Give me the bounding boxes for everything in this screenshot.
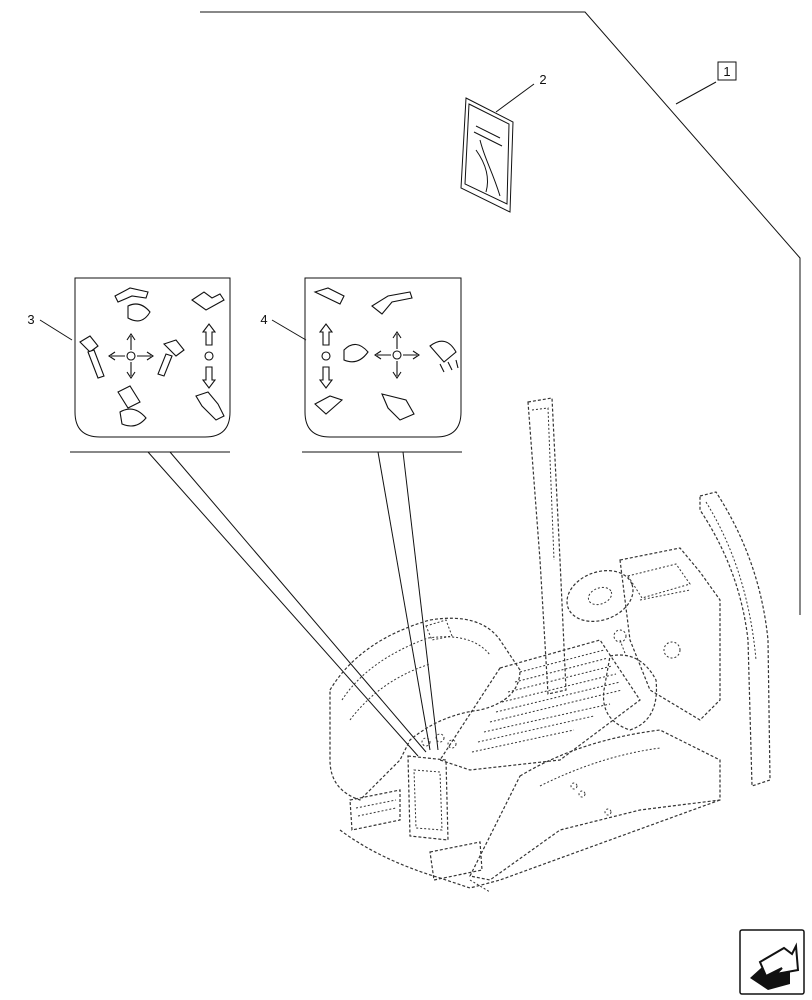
callout-1: 1: [723, 64, 730, 79]
machine-cab-platform: [329, 397, 771, 893]
control-decal-pattern-b: [304, 277, 462, 438]
callout-4: 4: [260, 312, 267, 327]
callout-2: 2: [539, 72, 546, 87]
decal-leader-lines: [70, 451, 462, 757]
floor-mat-ridges: [471, 649, 623, 753]
next-page-arrow-icon[interactable]: [739, 929, 805, 995]
assembly-bracket: [200, 11, 801, 615]
control-decal-pattern-a: [74, 277, 231, 438]
operator-manual: [460, 97, 514, 213]
callout-3: 3: [27, 312, 34, 327]
